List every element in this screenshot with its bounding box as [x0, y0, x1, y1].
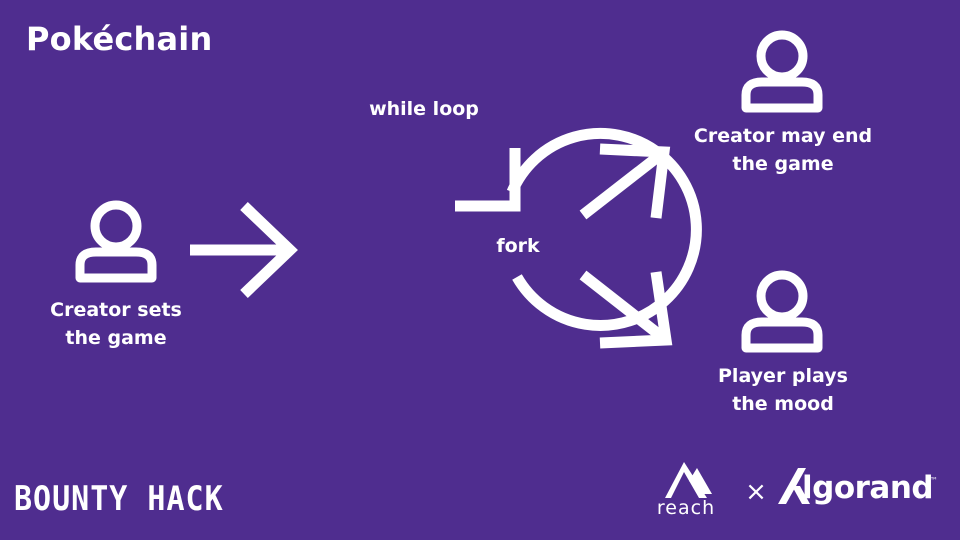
label-line: the mood — [732, 393, 834, 415]
while-loop-label: while loop — [369, 98, 479, 120]
loop-arrow-icon — [455, 127, 702, 331]
label-line: the game — [65, 327, 167, 349]
reach-logo-text: reach — [656, 497, 716, 519]
page-title: Pokéchain — [26, 20, 213, 58]
node-creator-sets-label: Creator sets the game — [36, 296, 196, 352]
arrow-down-right-icon — [579, 270, 673, 349]
algorand-logo-icon — [778, 468, 810, 504]
reach-logo-icon — [665, 462, 712, 498]
trademark-symbol: ™ — [930, 476, 938, 485]
bounty-hack-logo: BOUNTY HACK — [14, 480, 224, 520]
arrow-up-right-icon — [579, 143, 671, 220]
user-icon — [75, 200, 157, 283]
algorand-logo-text: lgorand — [802, 470, 934, 506]
node-creator-end-label: Creator may end the game — [685, 122, 881, 178]
label-line: Creator sets — [50, 299, 182, 321]
user-icon — [741, 30, 823, 113]
fork-label: fork — [496, 235, 540, 257]
node-player-plays-label: Player plays the mood — [700, 362, 866, 418]
arrow-right-icon — [190, 202, 298, 298]
times-symbol: × — [745, 477, 767, 507]
user-icon — [741, 270, 823, 353]
label-line: Creator may end — [693, 125, 873, 147]
label-line: the game — [732, 153, 834, 175]
label-line: Player plays — [718, 365, 848, 387]
